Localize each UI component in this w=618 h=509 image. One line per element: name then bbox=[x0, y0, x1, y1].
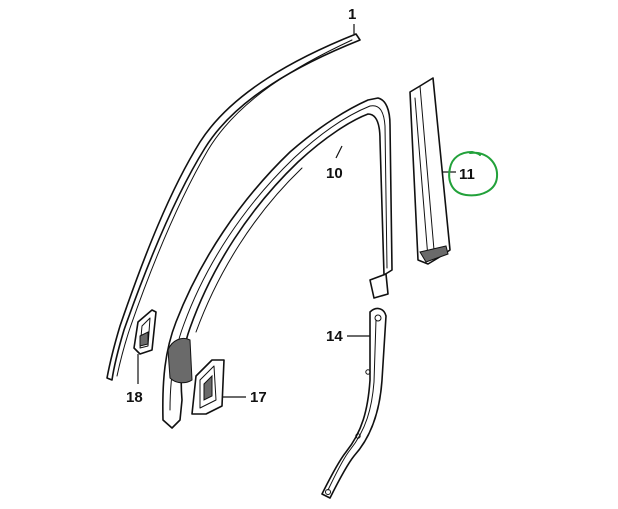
part-10-window-frame-seal bbox=[162, 97, 393, 429]
highlight-circle bbox=[448, 150, 499, 197]
part-11-pillar-trim bbox=[409, 77, 451, 265]
part-label-11: 11 bbox=[459, 166, 475, 183]
part-17-bracket bbox=[191, 359, 225, 415]
part-label-17: 17 bbox=[250, 389, 267, 406]
part-label-10: 10 bbox=[326, 165, 343, 182]
part-label-18: 18 bbox=[126, 389, 143, 406]
part-label-14: 14 bbox=[326, 328, 343, 345]
part-label-1: 1 bbox=[348, 6, 356, 23]
part-14-lower-seal-strip bbox=[321, 307, 387, 499]
part-18-corner-clip bbox=[133, 309, 157, 355]
part-1-outer-channel-strip bbox=[106, 33, 361, 381]
leader-line-10 bbox=[335, 145, 343, 159]
